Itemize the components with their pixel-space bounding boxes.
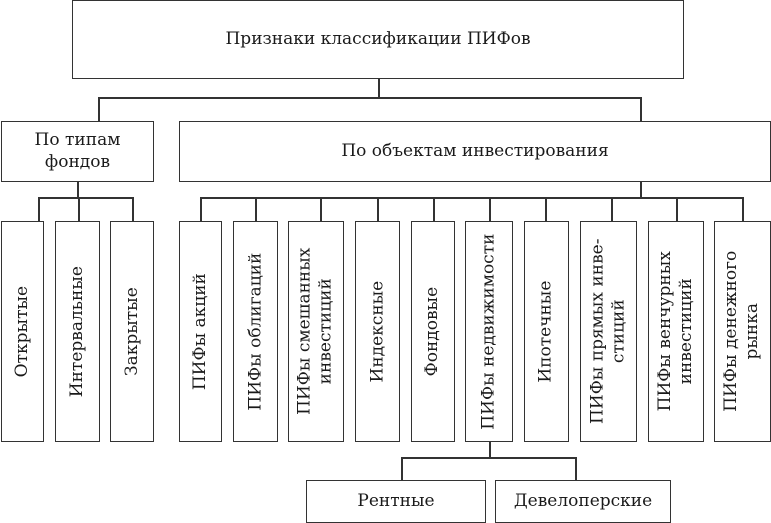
connector-line bbox=[320, 197, 322, 222]
object-mortgage: Ипотечные bbox=[524, 221, 569, 442]
object-stocks-label: ПИФы акций bbox=[190, 273, 211, 390]
fund-type-closed: Закрытые bbox=[110, 221, 154, 442]
connector-line bbox=[132, 197, 134, 222]
connector-line bbox=[676, 197, 678, 222]
object-mixed-line1: ПИФы смешанных bbox=[294, 247, 315, 416]
connector-line bbox=[78, 197, 80, 222]
object-money-market-line2: рынка bbox=[742, 303, 763, 360]
connector-line bbox=[255, 197, 257, 222]
object-direct-investment-label: ПИФы прямых инве- стиций bbox=[587, 239, 630, 424]
by-investment-object-label: По объектам инвестирования bbox=[341, 140, 609, 161]
object-index: Индексные bbox=[355, 221, 400, 442]
object-mixed: ПИФы смешанных инвестиций bbox=[288, 221, 344, 442]
object-real-estate-label: ПИФы недвижимости bbox=[478, 233, 499, 429]
object-index-line1: Индексные bbox=[366, 280, 387, 383]
connector-line bbox=[433, 197, 435, 222]
fund-type-closed-label: Закрытые bbox=[121, 287, 142, 376]
root-label: Признаки классификации ПИФов bbox=[225, 28, 531, 49]
connector-line bbox=[200, 197, 743, 199]
object-venture-line1: ПИФы венчурных bbox=[654, 251, 675, 412]
object-stocks-line1: ПИФы акций bbox=[189, 272, 210, 391]
by-investment-object-node: По объектам инвестирования bbox=[179, 121, 771, 182]
object-mixed-line2: инвестиций bbox=[316, 278, 337, 385]
object-stocks: ПИФы акций bbox=[179, 221, 222, 442]
object-venture-label: ПИФы венчурных инвестиций bbox=[655, 251, 698, 411]
connector-line bbox=[640, 97, 642, 122]
connector-line bbox=[38, 197, 40, 222]
connector-line bbox=[98, 97, 641, 99]
object-money-market: ПИФы денежного рынка bbox=[714, 221, 771, 442]
object-equity-funds: Фондовые bbox=[411, 221, 455, 442]
real-estate-rental: Рентные bbox=[306, 480, 486, 523]
connector-line bbox=[98, 97, 100, 122]
connector-line bbox=[77, 181, 79, 198]
connector-line bbox=[545, 197, 547, 222]
object-mixed-label: ПИФы смешанных инвестиций bbox=[295, 248, 338, 415]
fund-type-open-label: Открытые bbox=[11, 285, 32, 378]
connector-line bbox=[640, 181, 642, 198]
connector-line bbox=[377, 197, 379, 222]
by-fund-type-label: По типам фондов bbox=[35, 130, 121, 173]
object-bonds-line1: ПИФы облигаций bbox=[244, 252, 265, 411]
by-fund-type-line2: фондов bbox=[44, 151, 111, 172]
connector-line bbox=[489, 441, 491, 458]
connector-line bbox=[378, 78, 380, 98]
object-mortgage-line1: Ипотечные bbox=[535, 280, 556, 383]
object-equity-funds-label: Фондовые bbox=[422, 287, 443, 377]
real-estate-development: Девелоперские bbox=[495, 480, 671, 523]
connector-line bbox=[401, 457, 576, 459]
object-direct-investment-line1: ПИФы прямых инве- bbox=[587, 238, 608, 425]
real-estate-development-label: Девелоперские bbox=[513, 490, 653, 511]
connector-line bbox=[742, 197, 744, 222]
connector-line bbox=[611, 197, 613, 222]
object-equity-funds-line1: Фондовые bbox=[422, 286, 443, 377]
object-venture-line2: инвестиций bbox=[676, 278, 697, 385]
object-index-label: Индексные bbox=[367, 281, 388, 383]
by-fund-type-line1: По типам bbox=[34, 130, 121, 151]
object-mortgage-label: Ипотечные bbox=[536, 280, 557, 382]
object-money-market-label: ПИФы денежного рынка bbox=[721, 251, 764, 412]
object-bonds: ПИФы облигаций bbox=[233, 221, 278, 442]
object-real-estate-line1: ПИФы недвижимости bbox=[478, 233, 499, 430]
object-real-estate: ПИФы недвижимости bbox=[465, 221, 513, 442]
connector-line bbox=[38, 197, 133, 199]
fund-type-open: Открытые bbox=[1, 221, 44, 442]
object-venture: ПИФы венчурных инвестиций bbox=[648, 221, 704, 442]
object-direct-investment: ПИФы прямых инве- стиций bbox=[580, 221, 637, 442]
fund-type-interval: Интервальные bbox=[55, 221, 100, 442]
real-estate-rental-label: Рентные bbox=[357, 490, 435, 511]
connector-line bbox=[489, 197, 491, 222]
by-fund-type-node: По типам фондов bbox=[1, 121, 154, 182]
connector-line bbox=[200, 197, 202, 222]
root-node: Признаки классификации ПИФов bbox=[72, 0, 684, 79]
connector-line bbox=[401, 457, 403, 481]
object-money-market-line1: ПИФы денежного bbox=[721, 251, 742, 412]
connector-line bbox=[575, 457, 577, 481]
fund-type-interval-label: Интервальные bbox=[66, 265, 87, 398]
object-direct-investment-line2: стиций bbox=[608, 299, 629, 364]
object-bonds-label: ПИФы облигаций bbox=[245, 253, 266, 411]
